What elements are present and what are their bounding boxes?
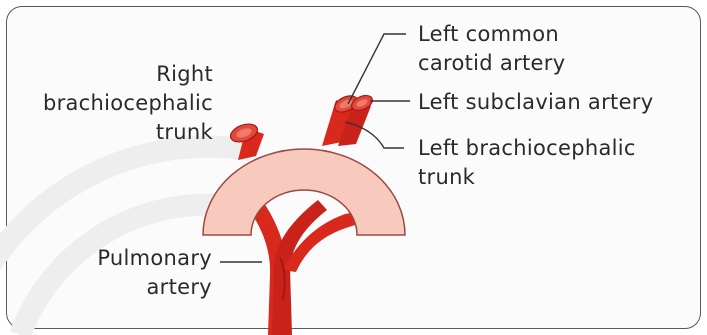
label-left-common-carotid: Left common carotid artery [418, 20, 565, 78]
label-right-brachiocephalic-line3: trunk [18, 118, 213, 147]
label-pulmonary-line1: Pulmonary [40, 244, 212, 273]
label-left-subclavian-line1: Left subclavian artery [418, 88, 653, 117]
left-carotid-subclavian-vessels [322, 92, 375, 146]
label-left-brachiocephalic-line1: Left brachiocephalic [418, 134, 636, 163]
label-right-brachiocephalic-line1: Right [18, 60, 213, 89]
label-left-subclavian: Left subclavian artery [418, 88, 653, 117]
label-left-brachiocephalic-line2: trunk [418, 163, 636, 192]
leader-left-common-carotid [348, 34, 406, 104]
background-watermark [0, 147, 250, 335]
label-left-common-carotid-line1: Left common [418, 20, 565, 49]
label-left-common-carotid-line2: carotid artery [418, 49, 565, 78]
pulmonary-artery [248, 200, 358, 335]
label-pulmonary-artery: Pulmonary artery [40, 244, 212, 302]
label-right-brachiocephalic: Right brachiocephalic trunk [18, 60, 213, 147]
label-left-brachiocephalic: Left brachiocephalic trunk [418, 134, 636, 192]
label-pulmonary-line2: artery [40, 273, 212, 302]
label-right-brachiocephalic-line2: brachiocephalic [18, 89, 213, 118]
